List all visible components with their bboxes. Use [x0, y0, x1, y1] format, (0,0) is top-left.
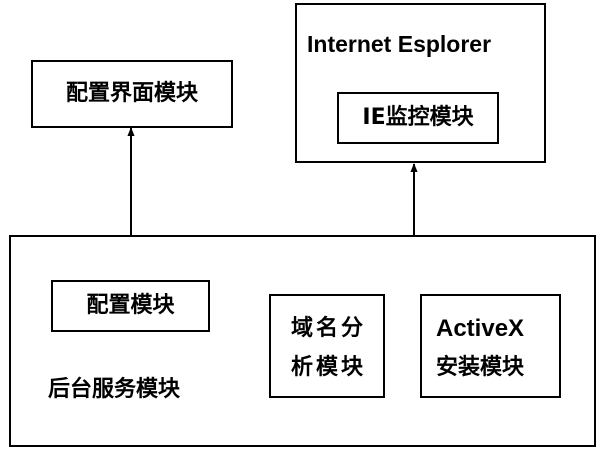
- domain-analysis-label-line2: 析模块: [291, 355, 367, 380]
- activex-label-line2: 安装模块: [436, 355, 525, 380]
- backend-service-label: 后台服务模块: [48, 377, 181, 402]
- config-module-box: 配置模块: [51, 280, 210, 332]
- activex-install-module-box: ActiveX 安装模块: [420, 294, 561, 398]
- activex-label-line1: ActiveX: [436, 315, 525, 342]
- config-ui-module-label: 配置界面模块: [65, 81, 198, 106]
- config-ui-module-box: 配置界面模块: [31, 60, 233, 128]
- internet-explorer-box: Internet Esplorer IE监控模块: [295, 3, 546, 163]
- domain-analysis-module-box: 域名分 析模块: [269, 294, 385, 398]
- domain-analysis-label-line1: 域名分: [291, 316, 367, 341]
- internet-explorer-label: Internet Esplorer: [307, 31, 492, 57]
- ie-monitor-module-label: IE监控模块: [362, 105, 474, 130]
- config-module-label: 配置模块: [86, 293, 175, 318]
- ie-monitor-module-box: IE监控模块: [337, 92, 499, 144]
